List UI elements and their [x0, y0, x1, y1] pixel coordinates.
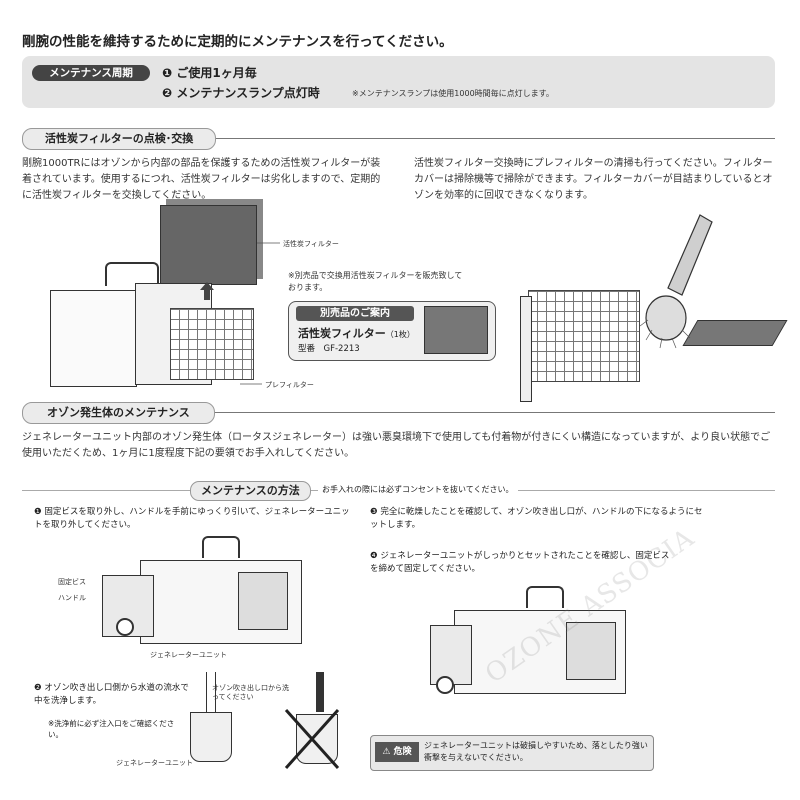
schedule-item-2-note: ※メンテナンスランプは使用1000時間毎に点灯します。 — [352, 89, 554, 98]
label-handle: ハンドル — [58, 594, 86, 602]
unit-handle — [105, 262, 159, 286]
sold-note: ※別売品で交換用活性炭フィルターを販売致しております。 — [288, 271, 463, 292]
filter-section-heading: 活性炭フィルターの点検･交換 — [22, 128, 217, 150]
schedule-box — [22, 56, 775, 108]
schedule-item-2: ❷ メンテナンスランプ点灯時 — [162, 86, 320, 100]
label-unit-2: ジェネレーターユニット — [116, 759, 193, 767]
step-2: ❷ オゾン吹き出し口側から水道の流水で中を洗浄します。 — [34, 683, 189, 706]
unit-handle-step4 — [526, 586, 564, 608]
schedule-badge: メンテナンス周期 — [32, 65, 150, 81]
warning-badge: ⚠ 危険 — [375, 742, 419, 762]
label-prefilter: プレフィルター — [265, 381, 314, 389]
section-rule — [22, 138, 775, 139]
option-badge: 別売品のご案内 — [296, 306, 414, 321]
ozone-section-heading: オゾン発生体のメンテナンス — [22, 402, 215, 424]
outlet-ring-step4 — [436, 676, 454, 694]
ozone-text: ジェネレーターユニット内部のオゾン発生体（ロータスジェネレーター）は強い悪臭環境… — [22, 432, 771, 459]
option-title-row: 活性炭フィルター（1枚） — [298, 325, 415, 341]
wrong-washing-illustration — [296, 714, 338, 764]
step-1: ❶ 固定ビスを取り外し、ハンドルを手前にゆっくり引いて、ジェネレーターユニットを… — [34, 507, 350, 530]
page-title: 剛腕の性能を維持するために定期的にメンテナンスを行ってください。 — [22, 34, 453, 50]
step-4: ❹ ジェネレーターユニットがしっかりとセットされたことを確認し、固定ビスを締めて… — [370, 551, 670, 574]
control-panel-step4 — [566, 622, 616, 680]
label-carbon-filter: 活性炭フィルター — [283, 240, 339, 248]
inserted-unit-step4 — [430, 625, 472, 685]
option-qty: （1枚） — [385, 330, 415, 339]
label-screw: 固定ビス — [58, 578, 86, 586]
unit-body-illustration — [50, 290, 137, 387]
warning-text: ジェネレーターユニットは破損しやすいため、落としたり強い衝撃を与えないでください… — [424, 741, 648, 762]
step-2-note: ※洗浄前に必ず注入口をご確認ください。 — [48, 719, 175, 739]
schedule-item-1: ❶ ご使用1ヶ月毎 — [162, 66, 257, 80]
option-model: 型番 GF-2213 — [298, 344, 360, 354]
section-rule — [22, 412, 775, 413]
label-outlet: オゾン吹き出し口から洗ってください — [212, 684, 289, 701]
method-note: お手入れの際には必ずコンセントを抜いてください。 — [318, 484, 518, 495]
carbon-filter-illustration — [160, 205, 257, 285]
prefilter-illustration — [170, 308, 254, 380]
filter-right-text: 活性炭フィルター交換時にプレフィルターの清掃も行ってください。フィルターカバーは… — [414, 158, 773, 201]
label-unit-1: ジェネレーターユニット — [150, 651, 227, 659]
step-3: ❸ 完全に乾燥したことを確認して、オゾン吹き出し口が、ハンドルの下になるようにセ… — [370, 507, 703, 530]
option-name: 活性炭フィルター — [298, 327, 386, 340]
unit-frame-illustration — [520, 296, 532, 402]
control-panel-step1 — [238, 572, 288, 630]
unit-handle-step1 — [202, 536, 240, 558]
removed-filter-illustration — [682, 320, 788, 346]
outlet-ring-step1 — [116, 618, 134, 636]
washing-unit-illustration — [190, 712, 232, 762]
method-heading: メンテナンスの方法 — [190, 481, 311, 501]
option-filter-swatch — [424, 306, 488, 354]
filter-left-text: 剛腕1000TRにはオゾンから内部の部品を保護するための活性炭フィルターが装着さ… — [22, 158, 381, 201]
prefilter-cover-illustration — [528, 290, 640, 382]
